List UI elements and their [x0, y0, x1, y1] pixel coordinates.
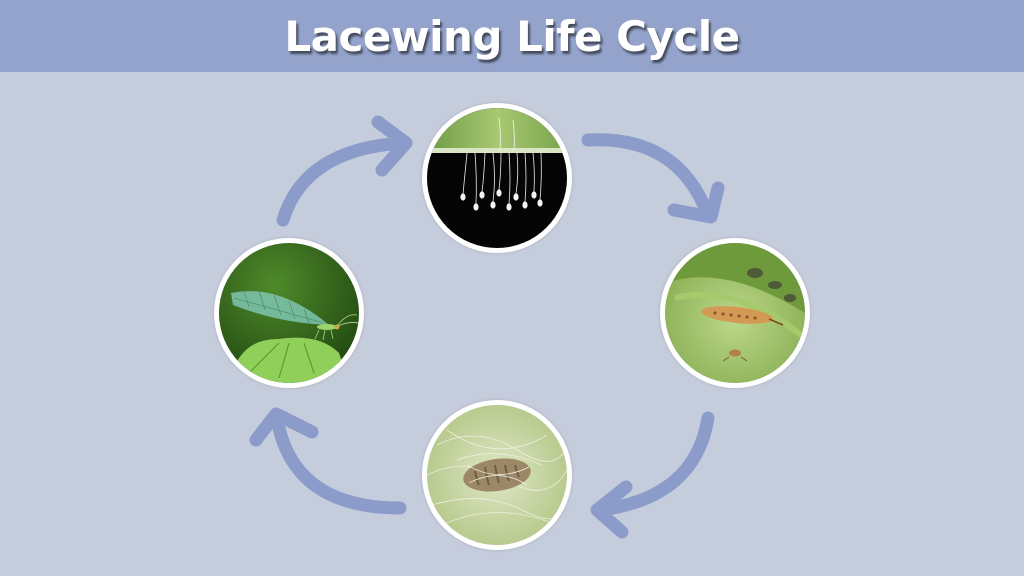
lacewing-cocoon-photo	[427, 405, 567, 545]
arrow-eggs-to-larva	[581, 133, 725, 224]
lacewing-eggs-photo	[427, 108, 567, 248]
arrow-adult-to-eggs	[276, 115, 413, 227]
eggs-stage-image	[422, 103, 572, 253]
lacewing-larva-photo	[665, 243, 805, 383]
arrow-larva-to-pupa	[590, 411, 715, 539]
larva-stage-image	[660, 238, 810, 388]
pupa-stage-image	[422, 400, 572, 550]
arrow-pupa-to-adult	[249, 407, 407, 515]
page-title: Lacewing Life Cycle	[284, 11, 740, 61]
adult-stage-image	[214, 238, 364, 388]
adult-lacewing-photo	[219, 243, 359, 383]
title-banner: Lacewing Life Cycle	[0, 0, 1024, 72]
